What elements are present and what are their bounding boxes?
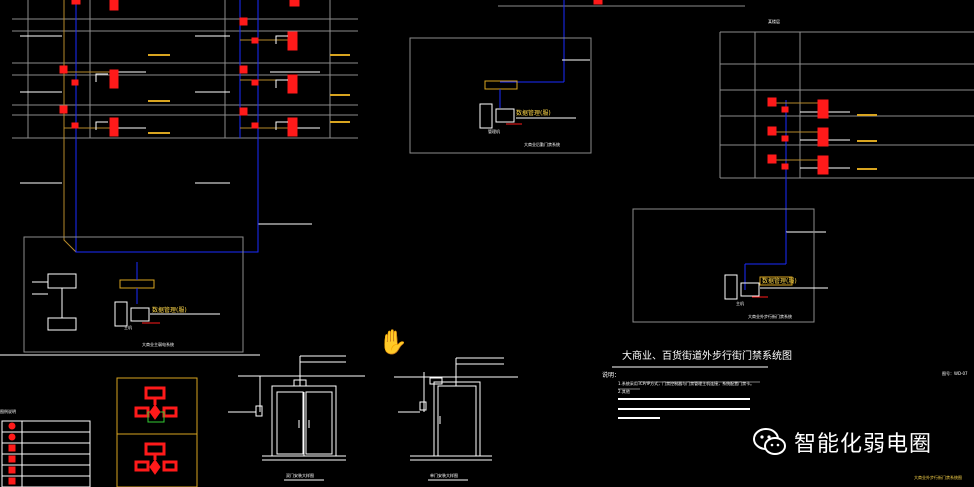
upper-right-riser xyxy=(719,31,974,233)
brand-name: 智能化弱电圈 xyxy=(794,432,933,457)
panel-street-room[interactable] xyxy=(632,208,828,323)
panel2-pc-label: 管理机 xyxy=(488,129,500,134)
panel1-pc-label: 主机 xyxy=(124,325,132,330)
panel-service-room[interactable] xyxy=(409,0,745,154)
notes-line-2: 2.其他 xyxy=(618,389,630,394)
single-door-elevation[interactable] xyxy=(394,357,518,481)
hand-pan-icon: ✋ xyxy=(378,328,408,356)
upper-left-riser xyxy=(0,0,358,356)
notes-block xyxy=(612,366,768,419)
legend-heading: 图例说明 xyxy=(0,409,16,414)
upper-right-title: 某楼层 xyxy=(768,19,780,24)
controller-bracket-lines xyxy=(95,35,288,130)
notes-heading: 说明： xyxy=(602,372,621,379)
panel1-box-label: 数据管理(服) xyxy=(152,307,187,314)
notes-line-1: 1.系统采用TCP/IP方式，门禁控制器与门禁管理主机连接，系统配置门禁卡。 xyxy=(618,381,755,386)
panel-main-room[interactable] xyxy=(23,236,244,353)
wechat-icon xyxy=(753,428,786,455)
drawing-main-title: 大商业、百货街道外步行街门禁系统图 xyxy=(622,351,792,362)
double-door-elevation[interactable] xyxy=(228,355,365,481)
panel3-box-label: 数据管理(服) xyxy=(762,278,797,285)
door-controller-cluster[interactable] xyxy=(59,0,300,137)
panel1-caption: 大商业主弱电系统 xyxy=(142,342,174,347)
panel2-caption: 大商业后勤门禁系统 xyxy=(524,142,560,147)
legend-table[interactable] xyxy=(1,420,91,487)
single-door-caption: 单门安装大样图 xyxy=(430,473,458,478)
panel2-box-label: 数据管理(服) xyxy=(516,110,551,117)
device-detail-boxes[interactable] xyxy=(116,377,198,487)
panel3-pc-label: 主机 xyxy=(736,301,744,306)
sheet-footer: 大商业外步行街门禁系统图 xyxy=(914,475,962,480)
double-door-caption: 双门安装大样图 xyxy=(286,473,314,478)
panel3-caption: 大商业外步行街门禁系统 xyxy=(748,314,792,319)
drawing-number: 图号：WD-07 xyxy=(942,371,968,376)
brand-watermark: 智能化弱电圈 xyxy=(752,426,932,458)
